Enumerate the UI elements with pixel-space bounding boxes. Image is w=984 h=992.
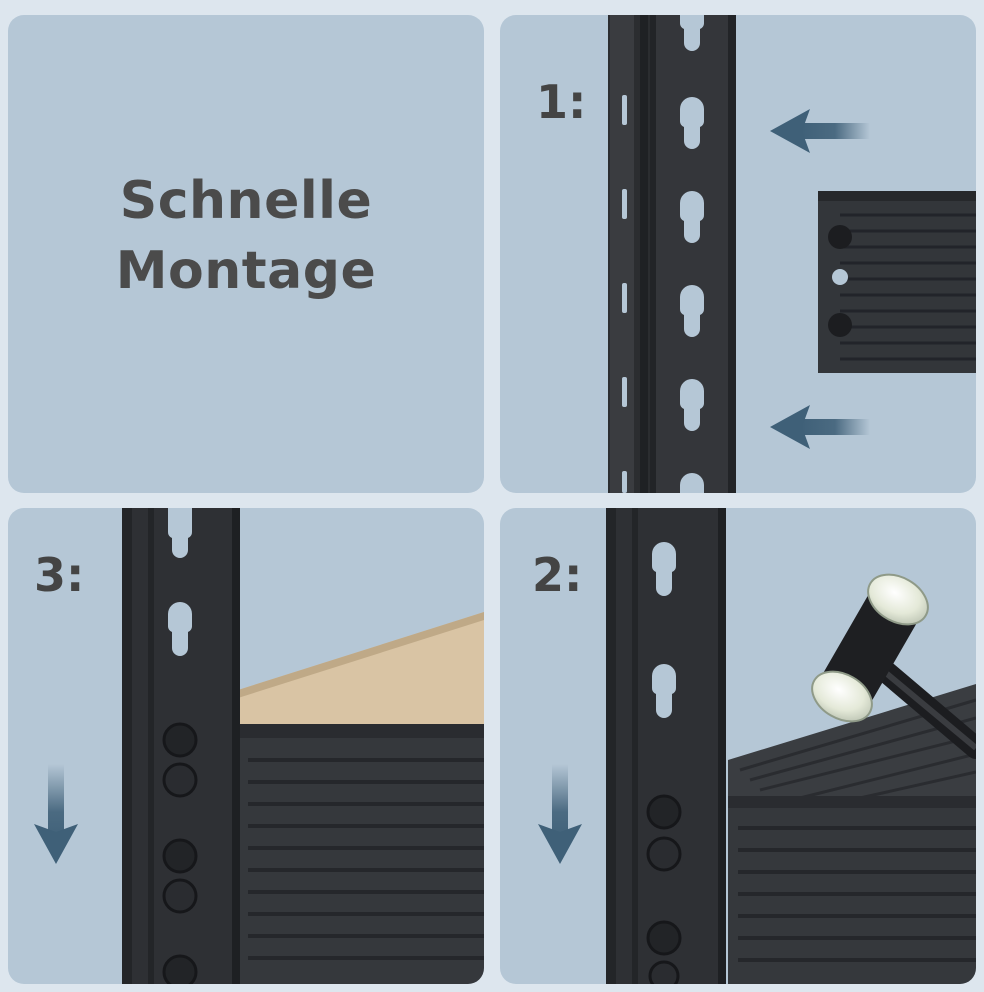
left-arrow-icon [770, 405, 870, 449]
title-line-2: Montage [115, 241, 377, 301]
title-panel: Schnelle Montage [8, 15, 484, 493]
step-2-illustration [538, 508, 976, 984]
shelf-board [238, 612, 484, 748]
bolt-heads [646, 794, 682, 984]
keyhole-slots [622, 15, 705, 493]
title-line-1: Schnelle [119, 171, 373, 231]
down-arrow-icon [538, 764, 582, 864]
keyhole-slots [651, 542, 677, 718]
step-3-panel: 3: [8, 508, 484, 984]
shelf-beam [728, 796, 976, 984]
bolt-heads [162, 722, 198, 984]
shelf-top [728, 684, 976, 800]
upright-post [608, 15, 736, 493]
rubber-mallet-icon [811, 573, 976, 759]
step-2-label: 2: [532, 548, 583, 602]
shelf-beam [818, 191, 976, 373]
shelf-beam [238, 724, 484, 984]
left-arrow-icon [770, 109, 870, 153]
step-1-panel: 1: [500, 15, 976, 493]
step-2-panel: 2: [500, 508, 976, 984]
upright-post [122, 508, 240, 984]
step-3-label: 3: [34, 548, 85, 602]
step-1-illustration [608, 15, 976, 493]
down-arrow-icon [34, 764, 78, 864]
step-1-label: 1: [536, 75, 587, 129]
step-3-illustration [34, 508, 484, 984]
keyhole-slots [167, 508, 193, 656]
